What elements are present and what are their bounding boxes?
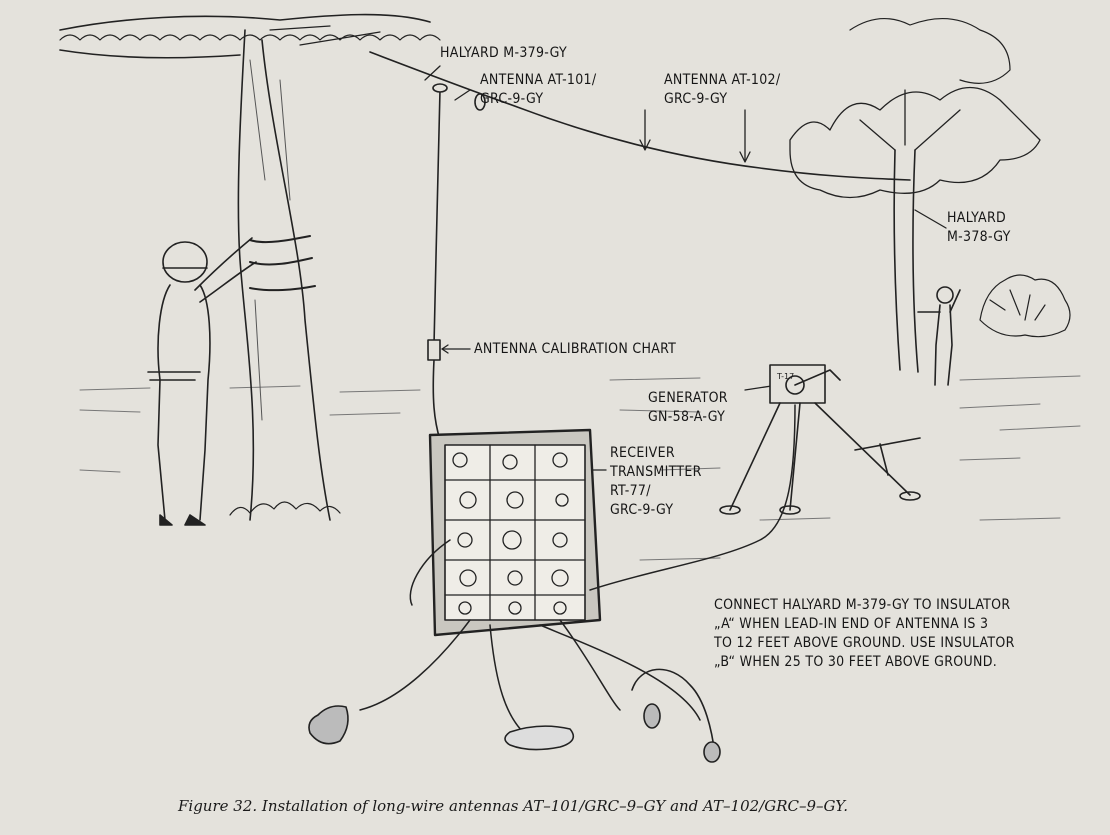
receiver-transmitter-unit [428, 428, 602, 637]
generator-label: GENERATOR GN-58-A-GY [648, 390, 728, 425]
left-tree [59, 13, 441, 521]
antenna-at101-label: ANTENNA AT-101/ GRC-9-GY [480, 72, 597, 107]
calibration-chart [427, 339, 441, 361]
installation-instructions: CONNECT HALYARD M-379-GY TO INSULATOR „A… [714, 597, 1015, 670]
receiver-transmitter-label: RECEIVER TRANSMITTER RT-77/ GRC-9-GY [610, 445, 702, 518]
halyard-379-label: HALYARD M-379-GY [440, 45, 567, 61]
antenna-at102-label: ANTENNA AT-102/ GRC-9-GY [664, 72, 781, 107]
calibration-chart-label: ANTENNA CALIBRATION CHART [474, 341, 677, 357]
generator [719, 364, 921, 515]
insulator-a [432, 83, 448, 93]
telegraph-key [504, 725, 575, 751]
generator-plate-text: T-17 [776, 372, 794, 381]
ground-hatching [79, 375, 1081, 561]
cables [359, 404, 796, 739]
bush [979, 274, 1071, 338]
insulator-b [474, 93, 486, 111]
microphone [308, 705, 349, 745]
halyard-378-label: HALYARD M-378-GY [947, 210, 1011, 245]
right-soldier [917, 286, 961, 386]
antenna-wires [369, 51, 911, 441]
figure-caption: Figure 32. Installation of long-wire ant… [178, 797, 848, 815]
right-tree [789, 17, 1041, 373]
headset [631, 668, 721, 763]
left-soldier [147, 237, 257, 526]
